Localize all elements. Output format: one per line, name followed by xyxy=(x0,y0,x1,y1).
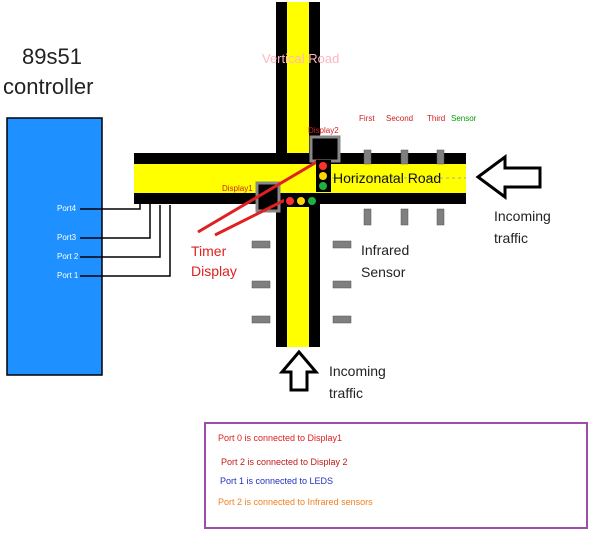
port3-label: Port3 xyxy=(57,233,77,242)
infrared-label-line2: Sensor xyxy=(361,264,406,280)
vertical-sensors xyxy=(251,240,352,324)
horizontal-road-label: Horizonatal Road xyxy=(333,170,442,186)
legend-box xyxy=(204,422,588,529)
light-red-icon xyxy=(319,162,327,170)
controller-title-line2: controller xyxy=(3,74,94,99)
sensor-header-first: First xyxy=(359,114,375,123)
display2-box xyxy=(309,135,341,163)
incoming-right-line1: Incoming xyxy=(494,208,551,224)
sensor-header-second: Second xyxy=(386,114,414,123)
timer-label-line2: Display xyxy=(191,263,237,279)
light-yellow-icon xyxy=(297,197,305,205)
port2-label: Port 2 xyxy=(57,252,79,261)
light-green-icon xyxy=(319,182,327,190)
port4-label: Port4 xyxy=(57,204,77,213)
sensor-header-sensor: Sensor xyxy=(451,114,477,123)
controller-title-line1: 89s51 xyxy=(22,44,82,69)
light-yellow-icon xyxy=(319,172,327,180)
legend-line-port2-sensors: Port 2 is connected to Infrared sensors xyxy=(218,497,373,507)
display2-label: Display2 xyxy=(308,126,339,135)
arrow-left-icon xyxy=(475,154,542,200)
port1-label: Port 1 xyxy=(57,271,79,280)
sensor-header-third: Third xyxy=(427,114,446,123)
horizontal-sensors xyxy=(363,149,445,226)
timer-pointer-lines xyxy=(197,158,321,237)
display1-label: Display1 xyxy=(222,184,253,193)
incoming-bottom-line1: Incoming xyxy=(329,363,386,379)
incoming-bottom-line2: traffic xyxy=(329,385,363,401)
vertical-road-label: Vertical Road xyxy=(262,51,340,66)
infrared-label-line1: Infrared xyxy=(361,242,410,258)
incoming-right-line2: traffic xyxy=(494,230,528,246)
timer-label-line1: Timer xyxy=(191,243,227,259)
legend-line-port2-display2: Port 2 is connected to Display 2 xyxy=(221,457,348,467)
intersection xyxy=(276,164,320,193)
light-red-icon xyxy=(286,197,294,205)
controller-box xyxy=(6,117,103,376)
arrow-up-icon xyxy=(278,349,320,392)
legend-line-port1: Port 1 is connected to LEDS xyxy=(220,476,334,486)
light-green-icon xyxy=(308,197,316,205)
legend-line-port0: Port 0 is connected to Display1 xyxy=(218,433,343,443)
